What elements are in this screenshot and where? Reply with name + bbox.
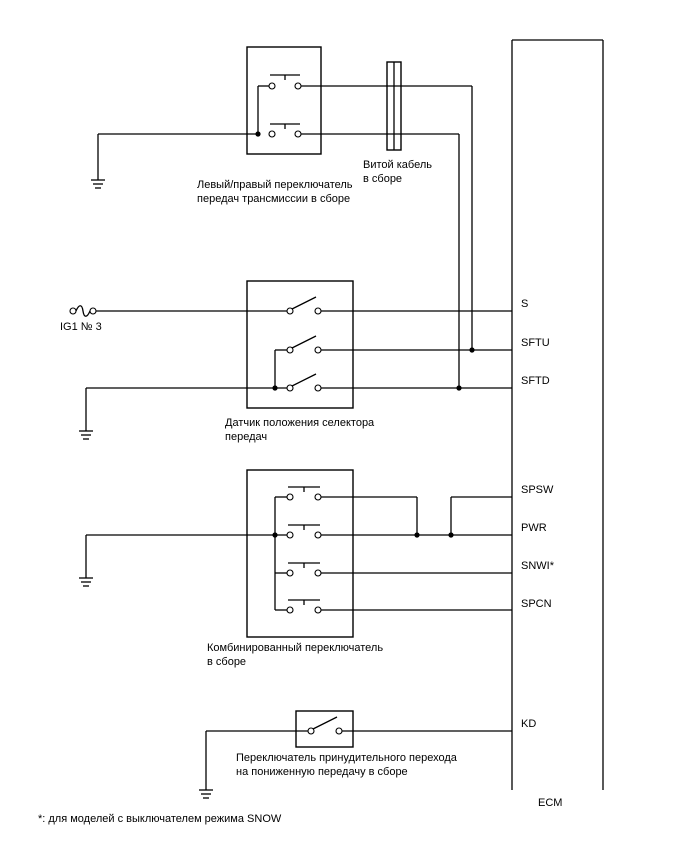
- kickdown-switch: Переключатель принудительного перехода н…: [206, 710, 512, 778]
- kickdown-label-2: на пониженную передачу в сборе: [236, 766, 408, 778]
- selector-label-2: передач: [225, 431, 267, 443]
- selector-label-1: Датчик положения селектора: [225, 417, 375, 429]
- pin-spcn: SPCN: [521, 598, 552, 610]
- spiral-cable-label-2: в сборе: [363, 173, 402, 185]
- lr-shift-switch: Левый/правый переключатель передач транс…: [197, 46, 353, 205]
- ecm-label: ECM: [538, 797, 562, 809]
- pin-pwr: PWR: [521, 522, 547, 534]
- pin-spsw: SPSW: [521, 484, 554, 496]
- pin-sftd: SFTD: [521, 375, 550, 387]
- pin-s: S: [521, 298, 528, 310]
- wires-lr-to-ecm: [321, 85, 475, 391]
- lr-switch-label-2: передач трансмиссии в сборе: [197, 193, 350, 205]
- pin-kd: KD: [521, 718, 536, 730]
- selector-position-sensor: Датчик положения селектора передач: [225, 280, 375, 443]
- ecm-block: ECM: [511, 39, 604, 809]
- ground-lr-switch: [91, 133, 258, 189]
- spiral-cable-label-1: Витой кабель: [363, 159, 432, 171]
- ecm-pins: S SFTU SFTD SPSW PWR SNWI* SPCN KD: [521, 298, 555, 730]
- ground-combo-switch: [79, 534, 247, 587]
- wires-combo-to-ecm: [353, 496, 512, 611]
- ground-kickdown-switch: [199, 731, 213, 799]
- combo-label-2: в сборе: [207, 656, 246, 668]
- combination-switch: Комбинированный переключатель в сборе: [207, 469, 383, 668]
- fuse-ig1: IG1 № 3: [60, 305, 247, 333]
- pin-snwi: SNWI*: [521, 560, 555, 572]
- combo-label-1: Комбинированный переключатель: [207, 642, 383, 654]
- spiral-cable: Витой кабель в сборе: [363, 61, 432, 185]
- ground-selector-sensor: [79, 387, 247, 440]
- wires-selector-to-ecm: [353, 310, 512, 389]
- kickdown-label-1: Переключатель принудительного перехода: [236, 752, 458, 764]
- lr-switch-label-1: Левый/правый переключатель: [197, 179, 353, 191]
- pin-sftu: SFTU: [521, 337, 550, 349]
- fuse-label: IG1 № 3: [60, 321, 102, 333]
- footnote: *: для моделей с выключателем режима SNO…: [38, 813, 282, 825]
